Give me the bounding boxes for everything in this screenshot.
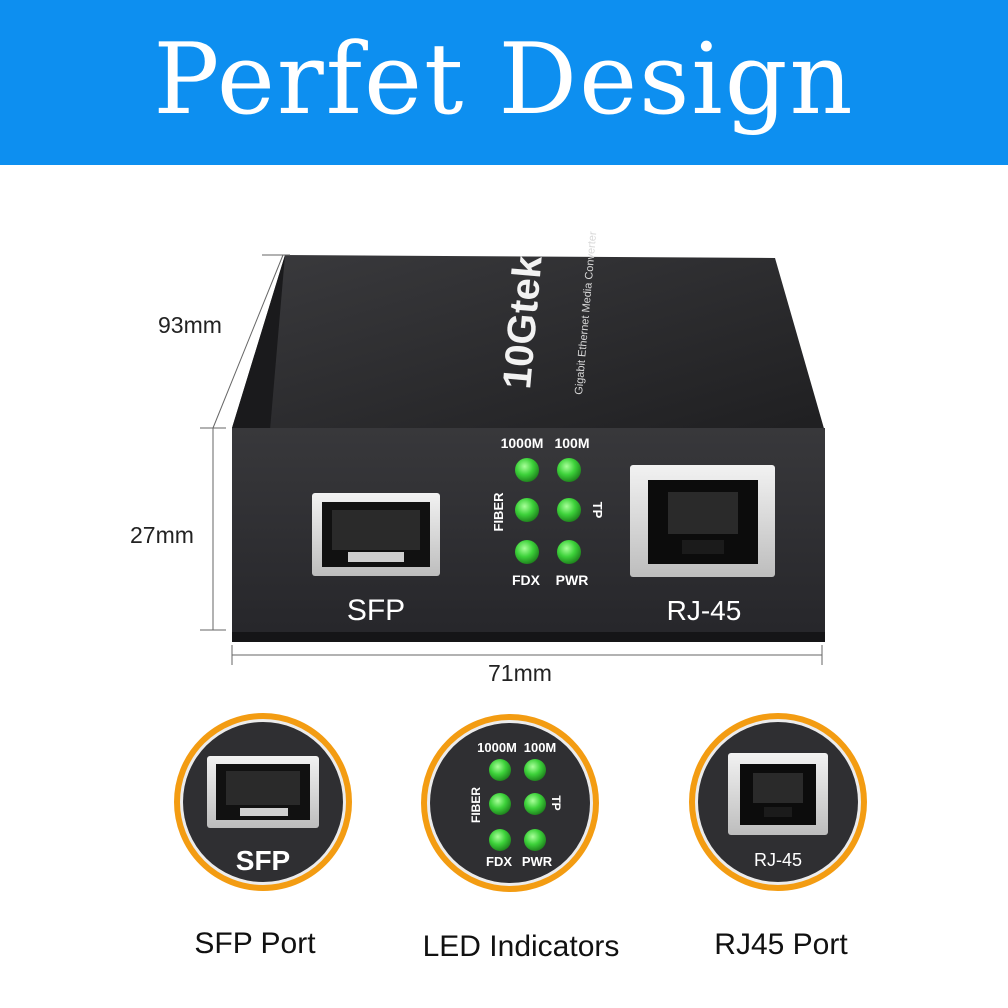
led-tp (557, 498, 581, 522)
rj45-port-icon (728, 753, 828, 835)
led-fdx (515, 540, 539, 564)
led-fiber (515, 498, 539, 522)
led-1000m (515, 458, 539, 482)
dimension-depth: 93mm (158, 312, 222, 338)
detail-led-label-fiber: FIBER (469, 787, 483, 823)
led-pwr (557, 540, 581, 564)
caption-rj45-port: RJ45 Port (714, 928, 848, 961)
detail-sfp-label: SFP (236, 845, 290, 876)
dimension-width: 71mm (488, 660, 552, 686)
banner: Perfet Design (0, 0, 1008, 165)
detail-led-label-1000m: 1000M (477, 740, 517, 755)
led-label-100m: 100M (554, 435, 589, 451)
device-top-face (232, 255, 825, 432)
detail-led: 1000M 100M FIBER TP FDX PWR (421, 714, 599, 892)
led-label-1000m: 1000M (501, 435, 544, 451)
detail-led-label-fdx: FDX (486, 854, 512, 869)
led-panel-icon: 1000M 100M FIBER TP FDX PWR (469, 740, 563, 869)
rj45-port[interactable] (630, 465, 775, 577)
led-label-pwr: PWR (556, 572, 589, 588)
dimension-lines (200, 254, 823, 665)
detail-led-label-pwr: PWR (522, 854, 553, 869)
led-panel: 1000M 100M FIBER TP FDX PWR (491, 435, 605, 588)
rj45-label: RJ-45 (667, 595, 742, 626)
sfp-port[interactable] (312, 493, 440, 576)
led-100m (557, 458, 581, 482)
media-converter: 10Gtek Gigabit Ethernet Media Converter … (232, 231, 825, 642)
detail-led-label-tp: TP (549, 795, 563, 810)
caption-sfp-port: SFP Port (194, 927, 316, 960)
sfp-port-icon (207, 756, 319, 828)
sfp-label: SFP (347, 594, 405, 627)
caption-led-indicators: LED Indicators (422, 930, 620, 963)
dimension-height: 27mm (130, 522, 194, 548)
detail-rj45: RJ-45 (689, 713, 867, 891)
detail-rj45-label: RJ-45 (754, 850, 802, 870)
led-label-fiber: FIBER (491, 492, 506, 532)
led-label-tp: TP (590, 502, 605, 519)
banner-title: Perfet Design (153, 23, 855, 137)
detail-sfp: SFP (174, 713, 352, 891)
led-label-fdx: FDX (512, 572, 541, 588)
detail-led-label-100m: 100M (524, 740, 557, 755)
